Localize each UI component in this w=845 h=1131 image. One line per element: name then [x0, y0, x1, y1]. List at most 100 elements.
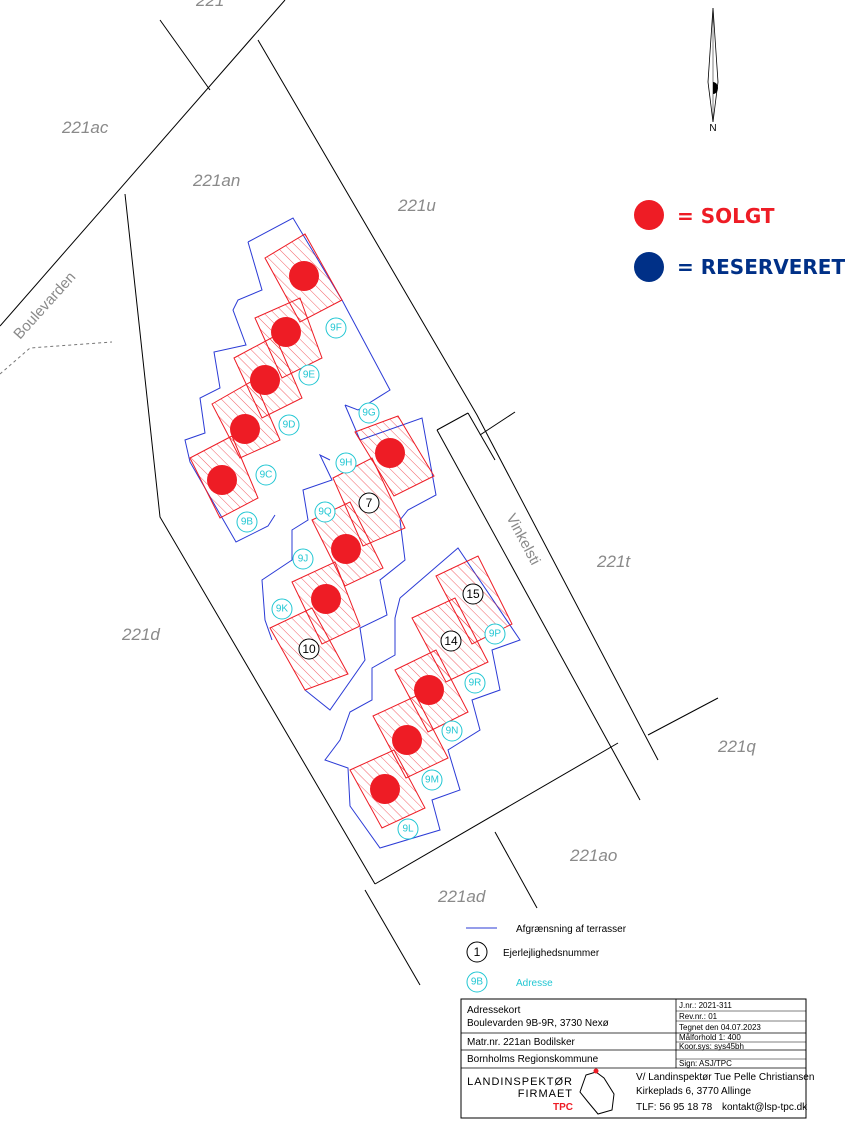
address-line: Boulevarden 9B-9R, 3730 Nexø	[467, 1018, 609, 1029]
boundary-key-label: Afgrænsning af terrasser	[516, 924, 627, 935]
boulevarden-dashed-line	[0, 341, 113, 375]
firm-name-line1: LANDINSPEKTØR	[467, 1076, 573, 1088]
road-label-vinkelsti: Vinkelsti	[502, 511, 543, 568]
north-label: N	[709, 123, 716, 134]
unit-number-key-symbol	[466, 941, 488, 963]
sold-marker	[375, 438, 405, 468]
parcel-label-221d: 221d	[121, 625, 160, 644]
journal-number: J.nr.: 2021-311	[679, 1001, 732, 1010]
address-9E: 9E	[298, 364, 320, 386]
drawn-date: Tegnet den 04.07.2023	[679, 1023, 761, 1032]
address-9H: 9H	[335, 452, 357, 474]
address-label: 9E	[303, 370, 316, 381]
parcel-label-221t: 221t	[596, 552, 631, 571]
unit-number-15: 15	[462, 583, 484, 605]
address-label: 9J	[298, 554, 309, 565]
address-9K: 9K	[271, 598, 293, 620]
unit-number-label: 15	[466, 587, 480, 601]
sold-marker	[230, 414, 260, 444]
sold-marker	[370, 774, 400, 804]
address-label: 9G	[362, 408, 376, 419]
address-9G: 9G	[358, 402, 380, 424]
reserved-legend-label: = RESERVERET	[677, 255, 845, 279]
logo-location-dot	[593, 1068, 599, 1074]
sold-marker	[311, 584, 341, 614]
address-9M: 9M	[421, 769, 443, 791]
parcel-label-221q: 221q	[717, 737, 756, 756]
firm-name-line2: FIRMAET	[518, 1088, 573, 1100]
cadastral-lines	[0, 0, 719, 986]
address-label: 9F	[330, 323, 342, 334]
north-arrow-icon: N	[707, 7, 719, 134]
matr-number: Matr.nr. 221an Bodilsker	[467, 1037, 576, 1048]
map-key: Afgrænsning af terrasser 1 Ejerlejlighed…	[466, 924, 627, 993]
address-label: 9N	[446, 726, 459, 737]
firm-email: kontakt@lsp-tpc.dk	[722, 1102, 808, 1113]
firm-phone: TLF: 56 95 18 78	[636, 1102, 713, 1113]
sold-marker	[392, 725, 422, 755]
address-9J: 9J	[292, 548, 314, 570]
bornholm-logo-icon	[579, 1071, 615, 1115]
address-9N: 9N	[441, 720, 463, 742]
sold-marker	[331, 534, 361, 564]
municipality: Bornholms Regionskommune	[467, 1054, 599, 1065]
sold-legend-dot	[634, 200, 664, 230]
coordinate-system: Koor.sys: sys45bh	[679, 1042, 744, 1051]
road-label-boulevarden: Boulevarden	[10, 269, 79, 343]
address-label: 9B	[241, 517, 254, 528]
status-legend: = SOLGT = RESERVERET	[634, 200, 845, 282]
address-label: 9H	[340, 458, 353, 469]
address-9C: 9C	[255, 464, 277, 486]
surveyor-name: V/ Landinspektør Tue Pelle Christiansen	[636, 1072, 814, 1083]
address-markers: 9B 9C 9D 9E 9F 9G 9H 9Q 9J 9K 9L 9M 9N 9…	[236, 317, 506, 840]
address-label: 9R	[469, 678, 482, 689]
unit-number-7: 7	[358, 492, 380, 514]
parcel-label-221ao: 221ao	[569, 846, 617, 865]
parcel-label-221an: 221an	[192, 171, 240, 190]
unit-number-label: 10	[302, 642, 316, 656]
unit-number-label: 14	[444, 634, 458, 648]
address-9L: 9L	[397, 818, 419, 840]
scale: Målforhold 1: 400	[679, 1033, 741, 1042]
parcel-label-221u: 221u	[397, 196, 436, 215]
unit-number-markers: 7 10 14 15	[298, 492, 484, 660]
parcel-label-221-top: 221	[195, 0, 224, 10]
address-key-symbol-text: 9B	[471, 977, 484, 988]
unit-number-label: 7	[366, 496, 373, 510]
address-label: 9M	[425, 775, 439, 786]
address-label: 9L	[402, 824, 414, 835]
address-label: 9Q	[318, 507, 332, 518]
unit-number-10: 10	[298, 638, 320, 660]
unit-number-key-symbol-text: 1	[474, 945, 481, 959]
address-9F: 9F	[325, 317, 347, 339]
sold-markers	[207, 261, 444, 804]
address-label: 9C	[260, 470, 273, 481]
reserved-legend-dot	[634, 252, 664, 282]
unit-number-14: 14	[440, 630, 462, 652]
sold-legend-label: = SOLGT	[677, 204, 775, 228]
unit-number-key-label: Ejerlejlighedsnummer	[503, 948, 600, 959]
firm-tag: TPC	[553, 1102, 573, 1113]
sold-marker	[250, 365, 280, 395]
parcel-label-221ad: 221ad	[437, 887, 486, 906]
address-label: 9D	[283, 420, 296, 431]
address-label: 9K	[276, 604, 289, 615]
sold-marker	[289, 261, 319, 291]
sold-marker	[414, 675, 444, 705]
address-9Q: 9Q	[314, 501, 336, 523]
address-9D: 9D	[278, 414, 300, 436]
parcel-label-221ac: 221ac	[61, 118, 109, 137]
address-9B: 9B	[236, 511, 258, 533]
address-key-label: Adresse	[516, 978, 553, 989]
sold-marker	[271, 317, 301, 347]
address-key-symbol	[466, 971, 488, 993]
signature: Sign: ASJ/TPC	[679, 1059, 732, 1068]
address-9P: 9P	[484, 623, 506, 645]
doc-type: Adressekort	[467, 1005, 521, 1016]
firm-street: Kirkeplads 6, 3770 Allinge	[636, 1086, 752, 1097]
sold-marker	[207, 465, 237, 495]
address-9R: 9R	[464, 672, 486, 694]
title-block: Adressekort Boulevarden 9B-9R, 3730 Nexø…	[460, 998, 814, 1119]
address-label: 9P	[489, 629, 502, 640]
